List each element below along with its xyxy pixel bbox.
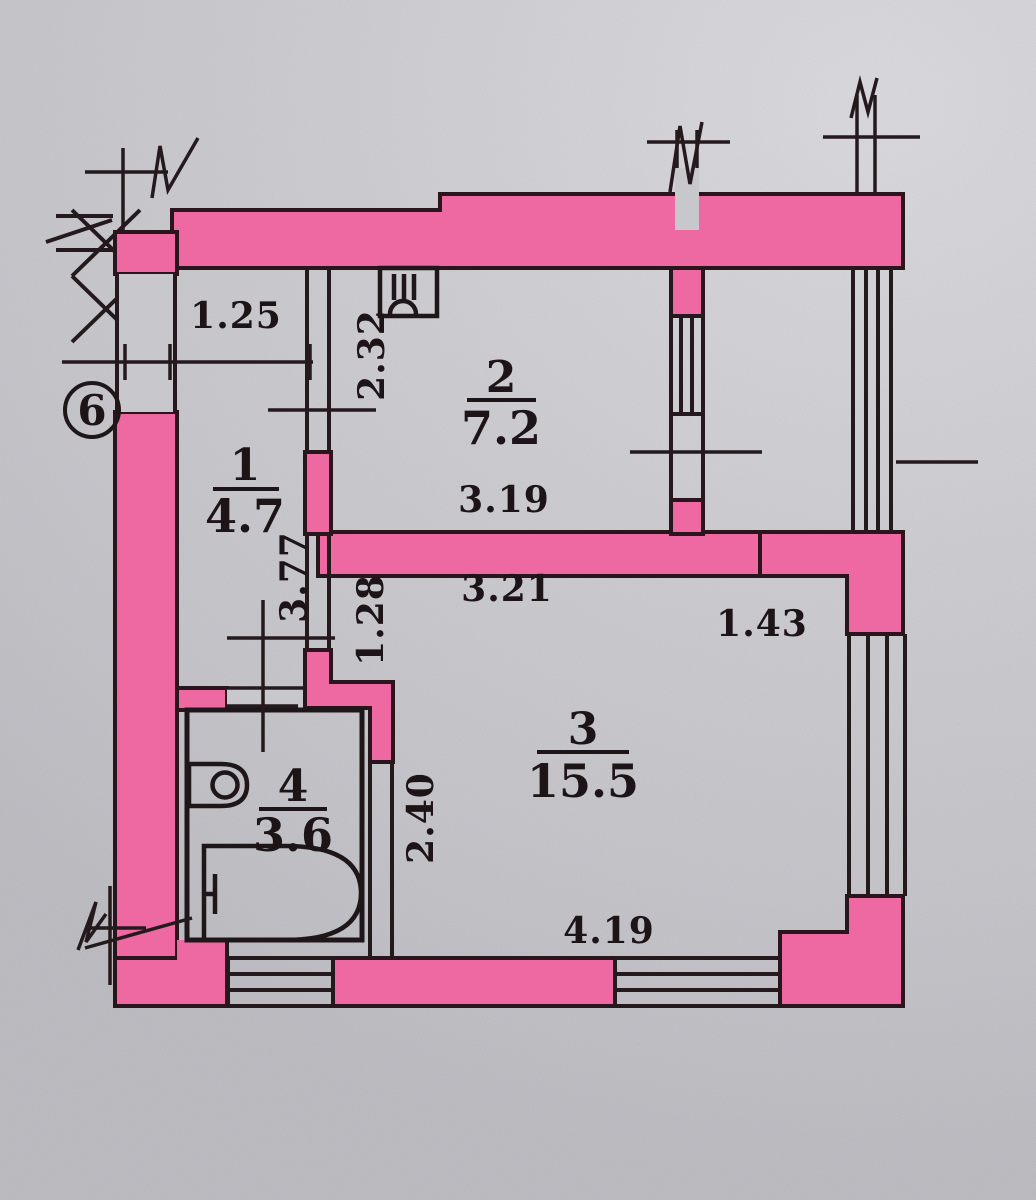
wall-left-upper <box>113 230 179 276</box>
unit-number-badge: 6 <box>63 381 121 439</box>
dim-1-43: 1.43 <box>716 603 808 645</box>
top-wall-notch <box>675 168 699 230</box>
sink-icon <box>186 761 250 809</box>
dimension-texts: 1.25 2.32 3.19 3.21 1.43 3.77 1.28 2.40 … <box>190 295 808 952</box>
break-mark-left-wall <box>76 901 108 951</box>
room-label-2: 2 7.2 <box>461 352 541 455</box>
window-bottom <box>613 956 780 1008</box>
room-3-area: 15.5 <box>527 754 639 808</box>
room-1-number: 1 <box>230 440 261 491</box>
wall-bottom-left <box>113 956 230 1008</box>
room-3-number: 3 <box>568 704 599 755</box>
left-wall-gap <box>115 274 177 412</box>
dim-1-25: 1.25 <box>190 295 282 337</box>
dim-3-21: 3.21 <box>461 568 553 610</box>
highlighted-walls <box>113 192 905 1008</box>
wall-left-main <box>113 410 179 1008</box>
dim-4-19: 4.19 <box>563 910 655 952</box>
wall-bottom-mid <box>331 956 617 1008</box>
wall-bath-under <box>177 940 227 960</box>
vent-grille-bottom <box>225 940 335 1008</box>
break-mark-top-right <box>849 75 879 119</box>
bathtub-icon <box>201 843 364 943</box>
dim-3-19: 3.19 <box>458 479 550 521</box>
break-mark-top-middle <box>668 121 704 193</box>
badge-number: 6 <box>77 386 106 435</box>
wall-hall-segment <box>303 450 333 536</box>
left-wall-gap-fill <box>117 274 175 412</box>
room-2-area: 7.2 <box>461 401 541 455</box>
vent-shaft-icon <box>377 265 440 319</box>
wall-bath-top <box>175 686 229 712</box>
room-4-area: 3.6 <box>253 808 333 862</box>
room-label-3: 3 15.5 <box>527 704 639 808</box>
dim-2-32: 2.32 <box>351 309 393 401</box>
wall-balcony-bottom <box>669 498 705 536</box>
thin-partitions <box>305 268 705 958</box>
window-right-lower <box>847 634 907 896</box>
room-label-4: 4 3.6 <box>253 761 333 862</box>
room-1-area: 4.7 <box>205 489 285 543</box>
room-labels: 1 4.7 2 7.2 3 15.5 4 3.6 <box>205 352 639 862</box>
badge-circle <box>63 381 121 439</box>
break-mark-top-left <box>150 137 200 199</box>
window-kitchen-balcony <box>669 314 705 416</box>
room-4-number: 4 <box>278 761 309 812</box>
room-label-1: 1 4.7 <box>205 440 285 543</box>
room-2-number: 2 <box>486 352 517 403</box>
wall-balcony-top <box>669 266 705 318</box>
window-right-upper <box>851 268 893 532</box>
dim-1-28: 1.28 <box>350 574 392 666</box>
dim-2-40: 2.40 <box>400 772 442 864</box>
dim-3-77: 3.77 <box>273 531 315 623</box>
